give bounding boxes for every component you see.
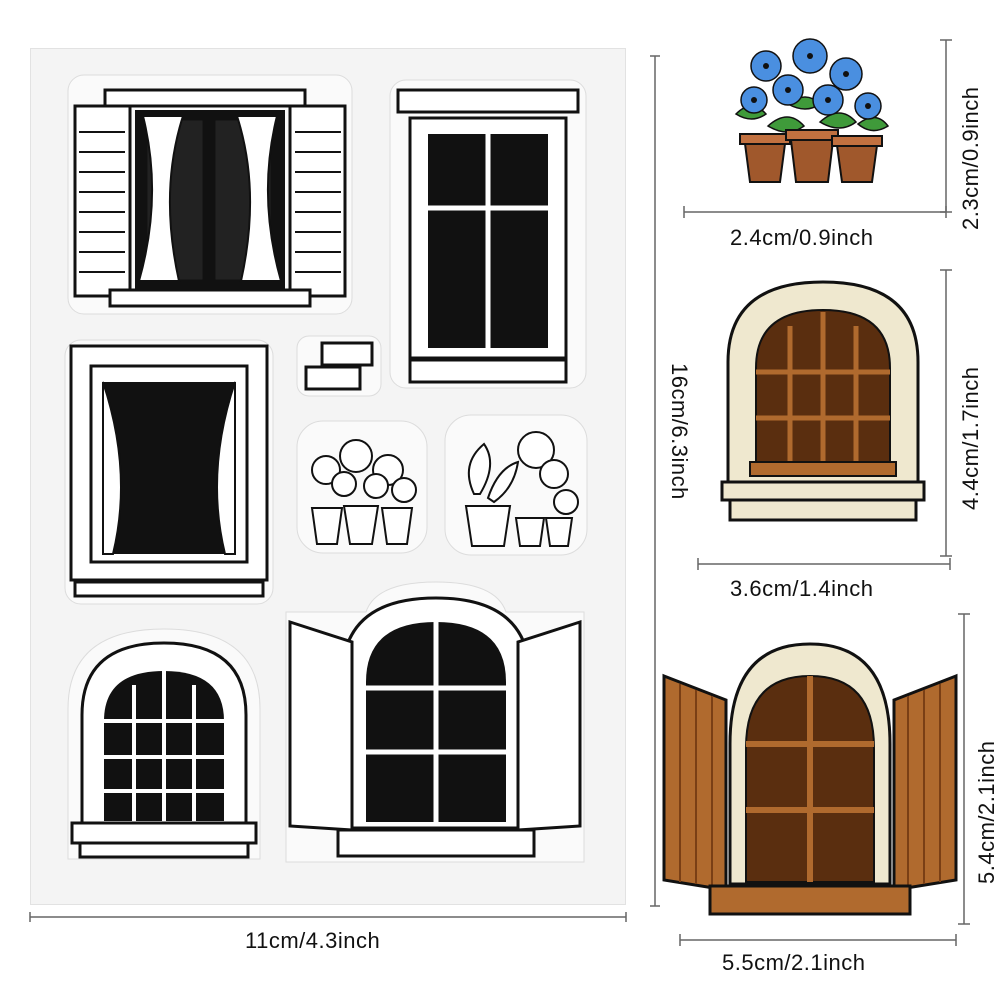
sheet-width-line [29,912,627,922]
stamp-flower-pots-left [296,420,428,554]
arch-window-width-label: 3.6cm/1.4inch [730,576,874,601]
flowers-height-label: 2.3cm/0.9inch [958,86,983,230]
blue-flower-pots-image [734,38,890,183]
stamp-brick [296,335,382,397]
arch-window-height-label: 4.4cm/1.7inch [958,366,983,510]
stamp-shutter-arch-window-bottom-right [285,581,585,863]
stone-arch-window-image [720,280,926,522]
shutter-window-height-line [958,613,970,925]
shutter-window-width-label: 5.5cm/2.1inch [722,950,866,975]
flowers-height-line [940,39,952,213]
arch-window-width-line [697,558,951,570]
stamp-flower-pots-right [444,414,588,556]
stamp-tall-window-top-right [389,79,587,389]
arch-window-height-line [940,269,952,557]
sheet-height-label: 16cm/6.3inch [667,363,692,500]
stamp-curtain-window-middle-left [64,339,274,605]
shutter-window-width-line [679,934,957,946]
flowers-width-line [683,206,947,218]
sheet-width-label: 11cm/4.3inch [245,928,381,953]
flowers-width-label: 2.4cm/0.9inch [730,225,874,250]
stamp-shutter-window-top-left [67,74,353,315]
stamp-arch-window-bottom-left [67,628,261,860]
sheet-height-line [650,55,660,907]
wooden-shutter-window-image [662,642,958,916]
shutter-window-height-label: 5.4cm/2.1inch [974,740,999,884]
